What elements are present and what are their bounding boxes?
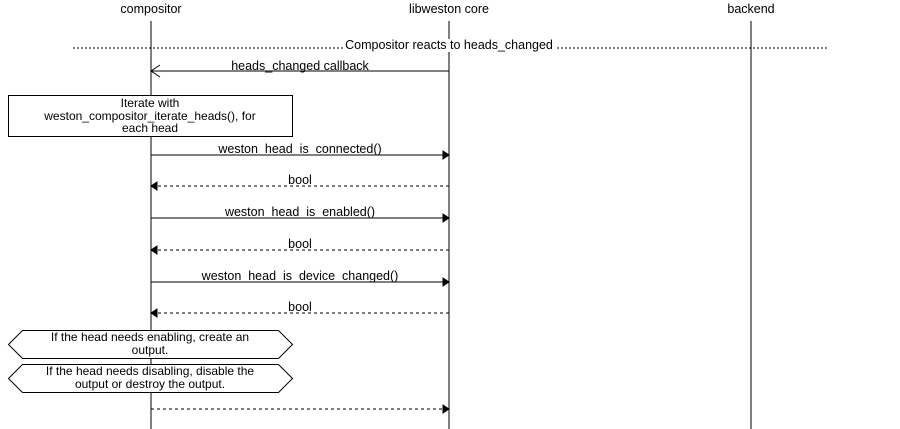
note-hexagon-enable-head-condition bbox=[7, 330, 294, 359]
note-text-disable-head-condition: If the head needs disabling, disable the… bbox=[12, 365, 288, 390]
separator-label-heads-changed-separator: Compositor reacts to heads_changed bbox=[343, 38, 555, 52]
message-label-bool-return-enabled: bool bbox=[288, 237, 312, 251]
actor-label-compositor: compositor bbox=[120, 2, 182, 16]
note-text-line: each head bbox=[121, 121, 179, 135]
message-label-weston-head-is-connected: weston_head_is_connected() bbox=[218, 142, 382, 156]
note-hexagon-disable-head-condition bbox=[7, 364, 294, 393]
arrowhead-heads-changed-callback bbox=[150, 64, 161, 78]
message-label-heads-changed-callback: heads_changed callback bbox=[231, 59, 369, 73]
note-text-line: If the head needs disabling, disable the bbox=[45, 364, 255, 378]
arrowhead-weston-head-is-device-changed bbox=[442, 277, 450, 287]
note-text-line: output or destroy the output. bbox=[74, 376, 226, 391]
message-label-weston-head-is-enabled: weston_head_is_enabled() bbox=[224, 205, 376, 219]
note-text-line: If the head needs enabling, create an bbox=[50, 330, 250, 344]
arrowhead-bool-return-enabled bbox=[150, 245, 158, 255]
message-label-bool-return-connected: bool bbox=[288, 173, 312, 187]
actor-label-libweston-core: libweston core bbox=[409, 2, 489, 16]
arrowhead-weston-head-is-enabled bbox=[442, 213, 450, 223]
arrowhead-bool-return-connected bbox=[150, 181, 158, 191]
arrowhead-weston-head-is-connected bbox=[442, 150, 450, 160]
note-text-line: output. bbox=[131, 342, 169, 357]
arrowhead-bool-return-device-changed bbox=[150, 308, 158, 318]
message-label-bool-return-device-changed: bool bbox=[288, 300, 312, 314]
actor-label-backend: backend bbox=[727, 2, 775, 16]
message-label-weston-head-is-device-changed: weston_head_is_device_changed() bbox=[201, 269, 399, 283]
note-box-iterate-heads-note bbox=[8, 95, 293, 137]
note-text-line: Iterate with bbox=[120, 96, 180, 110]
arrowhead-final-return bbox=[442, 404, 450, 414]
note-text-line: weston_compositor_iterate_heads(), for bbox=[44, 108, 256, 123]
